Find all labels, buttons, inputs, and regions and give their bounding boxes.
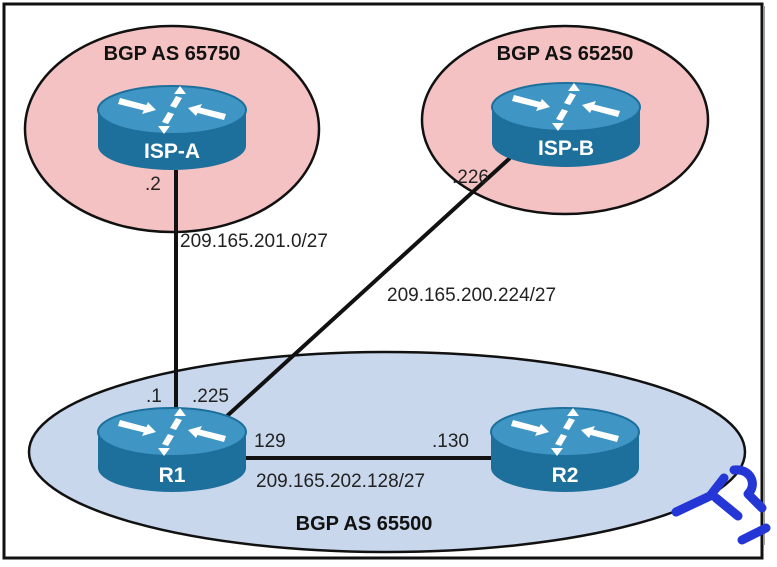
as-zone-local (27, 350, 747, 554)
subnet-isp-b-r1: 209.165.200.224/27 (387, 285, 556, 306)
iface-isp-a: .2 (145, 174, 161, 195)
as-label-isp-a: BGP AS 65750 (104, 43, 241, 65)
iface-r1-to-isp-a: .1 (146, 386, 162, 407)
router-isp-a-label: ISP-A (144, 140, 200, 163)
router-r1[interactable]: R1 (97, 407, 247, 493)
link-isp-b-r1 (225, 156, 512, 418)
router-r2-label: R2 (552, 464, 579, 487)
router-r1-label: R1 (159, 464, 186, 487)
as-label-isp-b: BGP AS 65250 (497, 43, 634, 65)
as-label-local: BGP AS 65500 (296, 513, 433, 535)
router-isp-b[interactable]: ISP-B (491, 82, 641, 168)
iface-r1-to-r2: 129 (254, 431, 286, 452)
subnet-r1-r2: 209.165.202.128/27 (256, 471, 425, 492)
watermark-mark (671, 465, 771, 545)
router-isp-a[interactable]: ISP-A (97, 85, 247, 171)
subnet-isp-a-r1: 209.165.201.0/27 (180, 231, 328, 252)
router-r2[interactable]: R2 (490, 407, 640, 493)
router-isp-b-label: ISP-B (538, 137, 594, 160)
iface-isp-b: .226 (452, 167, 489, 188)
iface-r1-to-isp-b: .225 (192, 386, 229, 407)
iface-r2: .130 (432, 431, 469, 452)
